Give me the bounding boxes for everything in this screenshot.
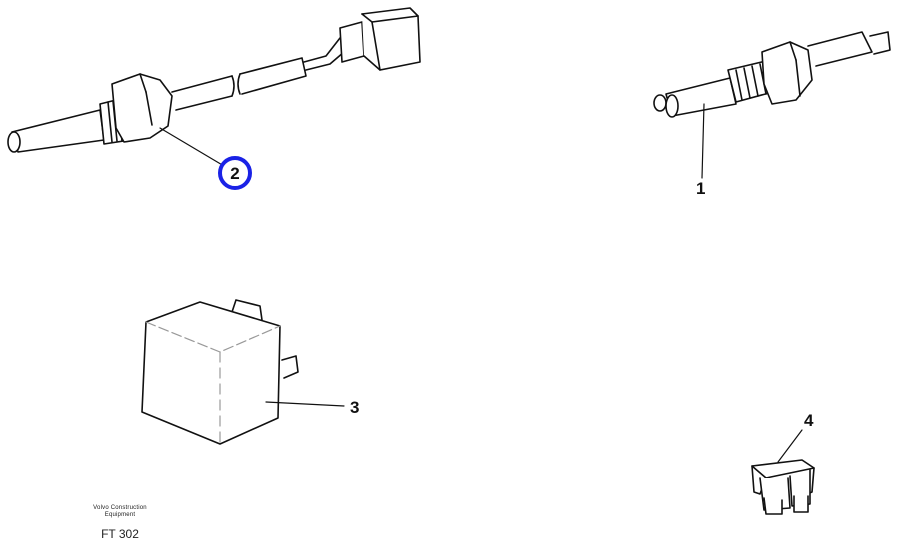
- part-4-fuse: [751, 429, 815, 515]
- figure-footer: Volvo Construction Equipment FT 302: [60, 505, 180, 541]
- callout-2-label: 2: [230, 163, 240, 183]
- figure-code: FT 302: [101, 527, 139, 541]
- part-2-probe-sensor: [7, 7, 421, 167]
- callout-2-highlighted[interactable]: 2: [218, 156, 252, 190]
- part-3-relay: [141, 299, 345, 445]
- brand-line-1: Volvo Construction: [93, 505, 147, 511]
- callout-1[interactable]: 1: [696, 179, 706, 198]
- brand-line-2: Equipment: [104, 512, 136, 518]
- callout-3[interactable]: 3: [350, 398, 360, 417]
- part-1-threaded-switch: [653, 31, 891, 179]
- callout-4[interactable]: 4: [804, 411, 814, 430]
